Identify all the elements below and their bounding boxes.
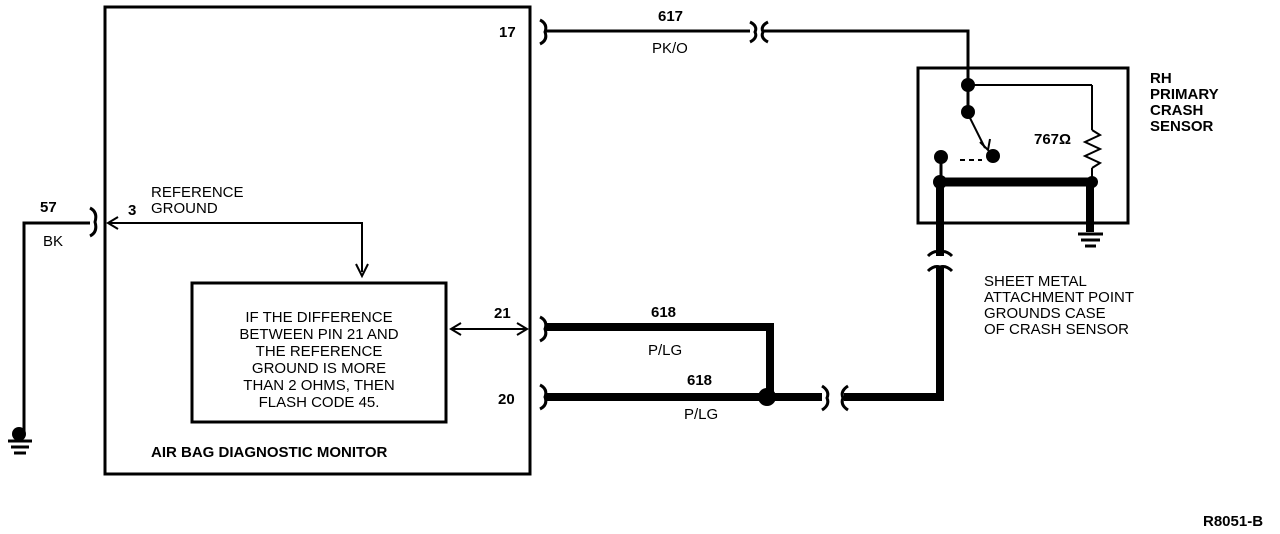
pin-21-label: 21 (494, 305, 511, 322)
note-box (190, 281, 448, 424)
sheet-metal-note: SHEET METAL ATTACHMENT POINT GROUNDS CAS… (984, 274, 1134, 338)
circuit-617-label: 617 (658, 8, 684, 25)
sensor-title-line: CRASH (1150, 102, 1204, 119)
wire-57 (22, 206, 98, 432)
note-line: BETWEEN PIN 21 AND (239, 326, 399, 343)
circuit-618b-label: 618 (687, 372, 713, 389)
sheet-metal-line: GROUNDS CASE (984, 305, 1106, 322)
circuit-618a-label: 618 (651, 304, 677, 321)
reference-ground-arrow (106, 216, 369, 279)
reference-ground-label: REFERENCE GROUND (151, 185, 244, 217)
pin-17-label: 17 (499, 24, 516, 41)
sheet-metal-line: ATTACHMENT POINT (984, 289, 1134, 306)
note-line: IF THE DIFFERENCE (245, 309, 393, 326)
reference-ground-line: REFERENCE (151, 184, 244, 201)
note-line: GROUND IS MORE (251, 360, 387, 377)
wire-618-pin21 (539, 315, 774, 397)
sensor-title: RH PRIMARY CRASH SENSOR (1150, 71, 1219, 135)
note-line: THAN 2 OHMS, THEN (243, 377, 395, 394)
monitor-title: AIR BAG DIAGNOSTIC MONITOR (151, 444, 388, 461)
wire-618-pin20 (539, 383, 944, 412)
wire-617 (539, 18, 970, 85)
note-text: IF THE DIFFERENCE BETWEEN PIN 21 AND THE… (192, 309, 446, 411)
note-line: FLASH CODE 45. (258, 394, 380, 411)
color-plg-b-label: P/LG (684, 406, 719, 423)
color-pko-label: PK/O (652, 40, 688, 57)
reference-ground-line: GROUND (151, 200, 218, 217)
sensor-title-line: SENSOR (1150, 118, 1214, 135)
resistor-value-label: 767Ω (1034, 131, 1072, 148)
color-plg-a-label: P/LG (648, 342, 683, 359)
sensor-title-line: RH (1150, 70, 1172, 87)
sheet-metal-line: OF CRASH SENSOR (984, 321, 1130, 338)
monitor-box (103, 5, 532, 476)
pin-3-label: 3 (128, 202, 137, 219)
wire-ground-path (926, 182, 954, 398)
ground-symbol-left (8, 427, 32, 455)
circuit-57-label: 57 (40, 199, 57, 216)
pin-20-label: 20 (498, 391, 515, 408)
sensor-title-line: PRIMARY (1150, 86, 1219, 103)
note-line: THE REFERENCE (255, 343, 383, 360)
pin21-arrow (449, 322, 529, 336)
color-bk-label: BK (43, 233, 64, 250)
sheet-metal-line: SHEET METAL (984, 273, 1087, 290)
crash-sensor (916, 66, 1130, 248)
figure-id: R8051-B (1203, 513, 1264, 530)
